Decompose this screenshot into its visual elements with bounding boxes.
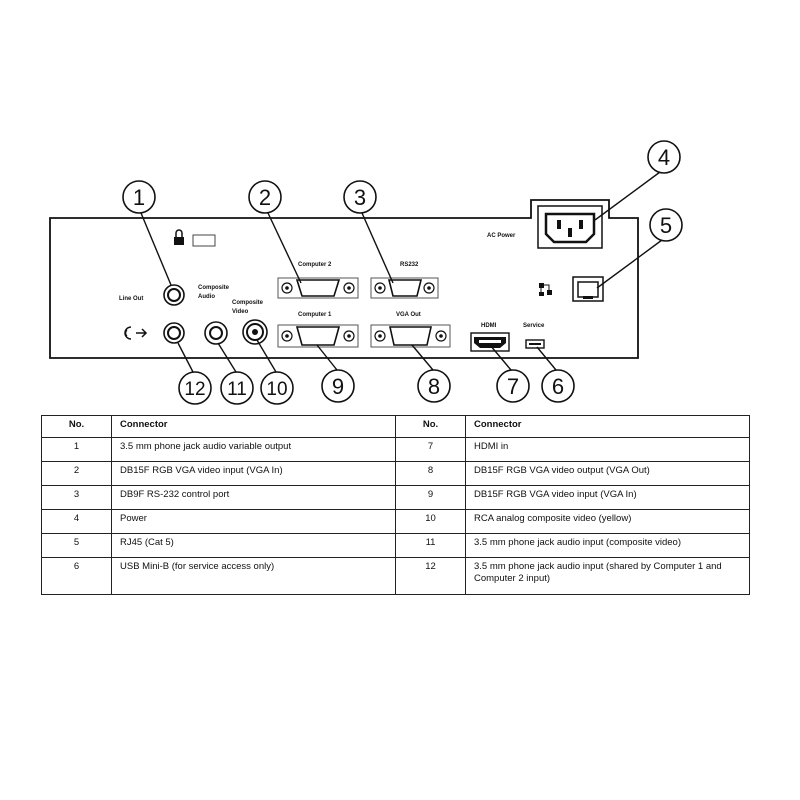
svg-text:8: 8	[428, 374, 440, 399]
table-row: 5 RJ45 (Cat 5) 11 3.5 mm phone jack audi…	[41, 533, 750, 558]
audio-in-icon	[124, 326, 148, 340]
cell-connector: DB9F RS-232 control port	[111, 485, 396, 510]
rear-panel-diagram: AC Power Computer 2 RS232 Computer 1 VGA…	[49, 140, 683, 405]
callout-9: 9	[321, 369, 355, 403]
header-connector-right: Connector	[465, 415, 750, 438]
composite-video-label-2: Video	[232, 309, 249, 315]
ac-power-label: AC Power	[487, 233, 516, 239]
callout-1: 1	[122, 180, 156, 214]
callout-10: 10	[260, 371, 294, 405]
callout-4: 4	[647, 140, 681, 174]
connector-table: No. Connector No. Connector 1 3.5 mm pho…	[41, 415, 750, 595]
svg-text:2: 2	[259, 185, 271, 210]
rj45-port	[572, 276, 604, 302]
table-row: 2 DB15F RGB VGA video input (VGA In) 8 D…	[41, 461, 750, 486]
computer1-label: Computer 1	[298, 312, 332, 318]
cell-connector: DB15F RGB VGA video output (VGA Out)	[465, 461, 750, 486]
table-row: 1 3.5 mm phone jack audio variable outpu…	[41, 437, 750, 462]
header-no-left: No.	[41, 415, 112, 438]
callout-6: 6	[541, 369, 575, 403]
composite-audio-jack	[204, 321, 228, 345]
cell-no: 8	[395, 461, 466, 486]
cell-no: 5	[41, 533, 112, 558]
line-out-jack	[163, 284, 185, 306]
composite-video-rca	[242, 319, 268, 345]
cell-connector: DB15F RGB VGA video input (VGA In)	[111, 461, 396, 486]
table-header-row: No. Connector No. Connector	[41, 415, 750, 438]
cell-connector: RJ45 (Cat 5)	[111, 533, 396, 558]
hdmi-port	[470, 332, 510, 352]
svg-text:11: 11	[227, 379, 247, 400]
cell-no: 11	[395, 533, 466, 558]
computer1-vga-port	[277, 324, 359, 348]
cell-connector: RCA analog composite video (yellow)	[465, 509, 750, 534]
svg-text:7: 7	[507, 374, 519, 399]
cell-connector: 3.5 mm phone jack audio input (composite…	[465, 533, 750, 558]
svg-text:4: 4	[658, 145, 670, 170]
security-slot	[192, 234, 216, 247]
ac-power-inlet	[537, 205, 603, 249]
cell-connector: Power	[111, 509, 396, 534]
cell-no: 3	[41, 485, 112, 510]
composite-video-label-1: Composite	[232, 300, 264, 306]
lock-icon	[174, 229, 184, 245]
callout-5: 5	[649, 208, 683, 242]
rs232-port	[370, 277, 439, 299]
cell-connector: 3.5 mm phone jack audio input (shared by…	[465, 557, 750, 595]
rs232-label: RS232	[400, 262, 419, 268]
svg-text:10: 10	[266, 379, 287, 400]
svg-text:6: 6	[552, 374, 564, 399]
callout-8: 8	[417, 369, 451, 403]
callout-12: 12	[178, 371, 212, 405]
cell-no: 4	[41, 509, 112, 534]
hdmi-label: HDMI	[481, 323, 497, 329]
cell-connector: 3.5 mm phone jack audio variable output	[111, 437, 396, 462]
cell-no: 7	[395, 437, 466, 462]
table-row: 6 USB Mini-B (for service access only) 1…	[41, 557, 750, 595]
cell-no: 12	[395, 557, 466, 595]
vga-out-label: VGA Out	[396, 312, 421, 318]
table-row: 3 DB9F RS-232 control port 9 DB15F RGB V…	[41, 485, 750, 510]
cell-connector: DB15F RGB VGA video input (VGA In)	[465, 485, 750, 510]
cell-no: 10	[395, 509, 466, 534]
cell-no: 6	[41, 557, 112, 595]
callout-leader-lines	[140, 171, 663, 373]
header-no-right: No.	[395, 415, 466, 438]
network-icon	[539, 283, 552, 296]
svg-text:5: 5	[660, 213, 672, 238]
callout-3: 3	[343, 180, 377, 214]
cell-connector: USB Mini-B (for service access only)	[111, 557, 396, 595]
callout-11: 11	[220, 371, 254, 405]
cell-no: 2	[41, 461, 112, 486]
composite-audio-label-2: Audio	[198, 294, 215, 300]
vga-out-port	[370, 324, 451, 348]
callout-2: 2	[248, 180, 282, 214]
table-row: 4 Power 10 RCA analog composite video (y…	[41, 509, 750, 534]
svg-text:12: 12	[184, 379, 205, 400]
composite-audio-label-1: Composite	[198, 285, 230, 291]
service-label: Service	[523, 323, 545, 329]
audio-in-jack	[163, 322, 185, 344]
svg-text:9: 9	[332, 374, 344, 399]
cell-no: 1	[41, 437, 112, 462]
computer2-vga-port	[277, 277, 359, 299]
cell-connector: HDMI in	[465, 437, 750, 462]
header-connector-left: Connector	[111, 415, 396, 438]
line-out-label: Line Out	[119, 296, 143, 302]
rear-panel-outline	[49, 199, 639, 359]
computer2-label: Computer 2	[298, 262, 332, 268]
callout-7: 7	[496, 369, 530, 403]
cell-no: 9	[395, 485, 466, 510]
usb-mini-port	[525, 339, 545, 349]
svg-text:1: 1	[133, 185, 145, 210]
svg-text:3: 3	[354, 185, 366, 210]
